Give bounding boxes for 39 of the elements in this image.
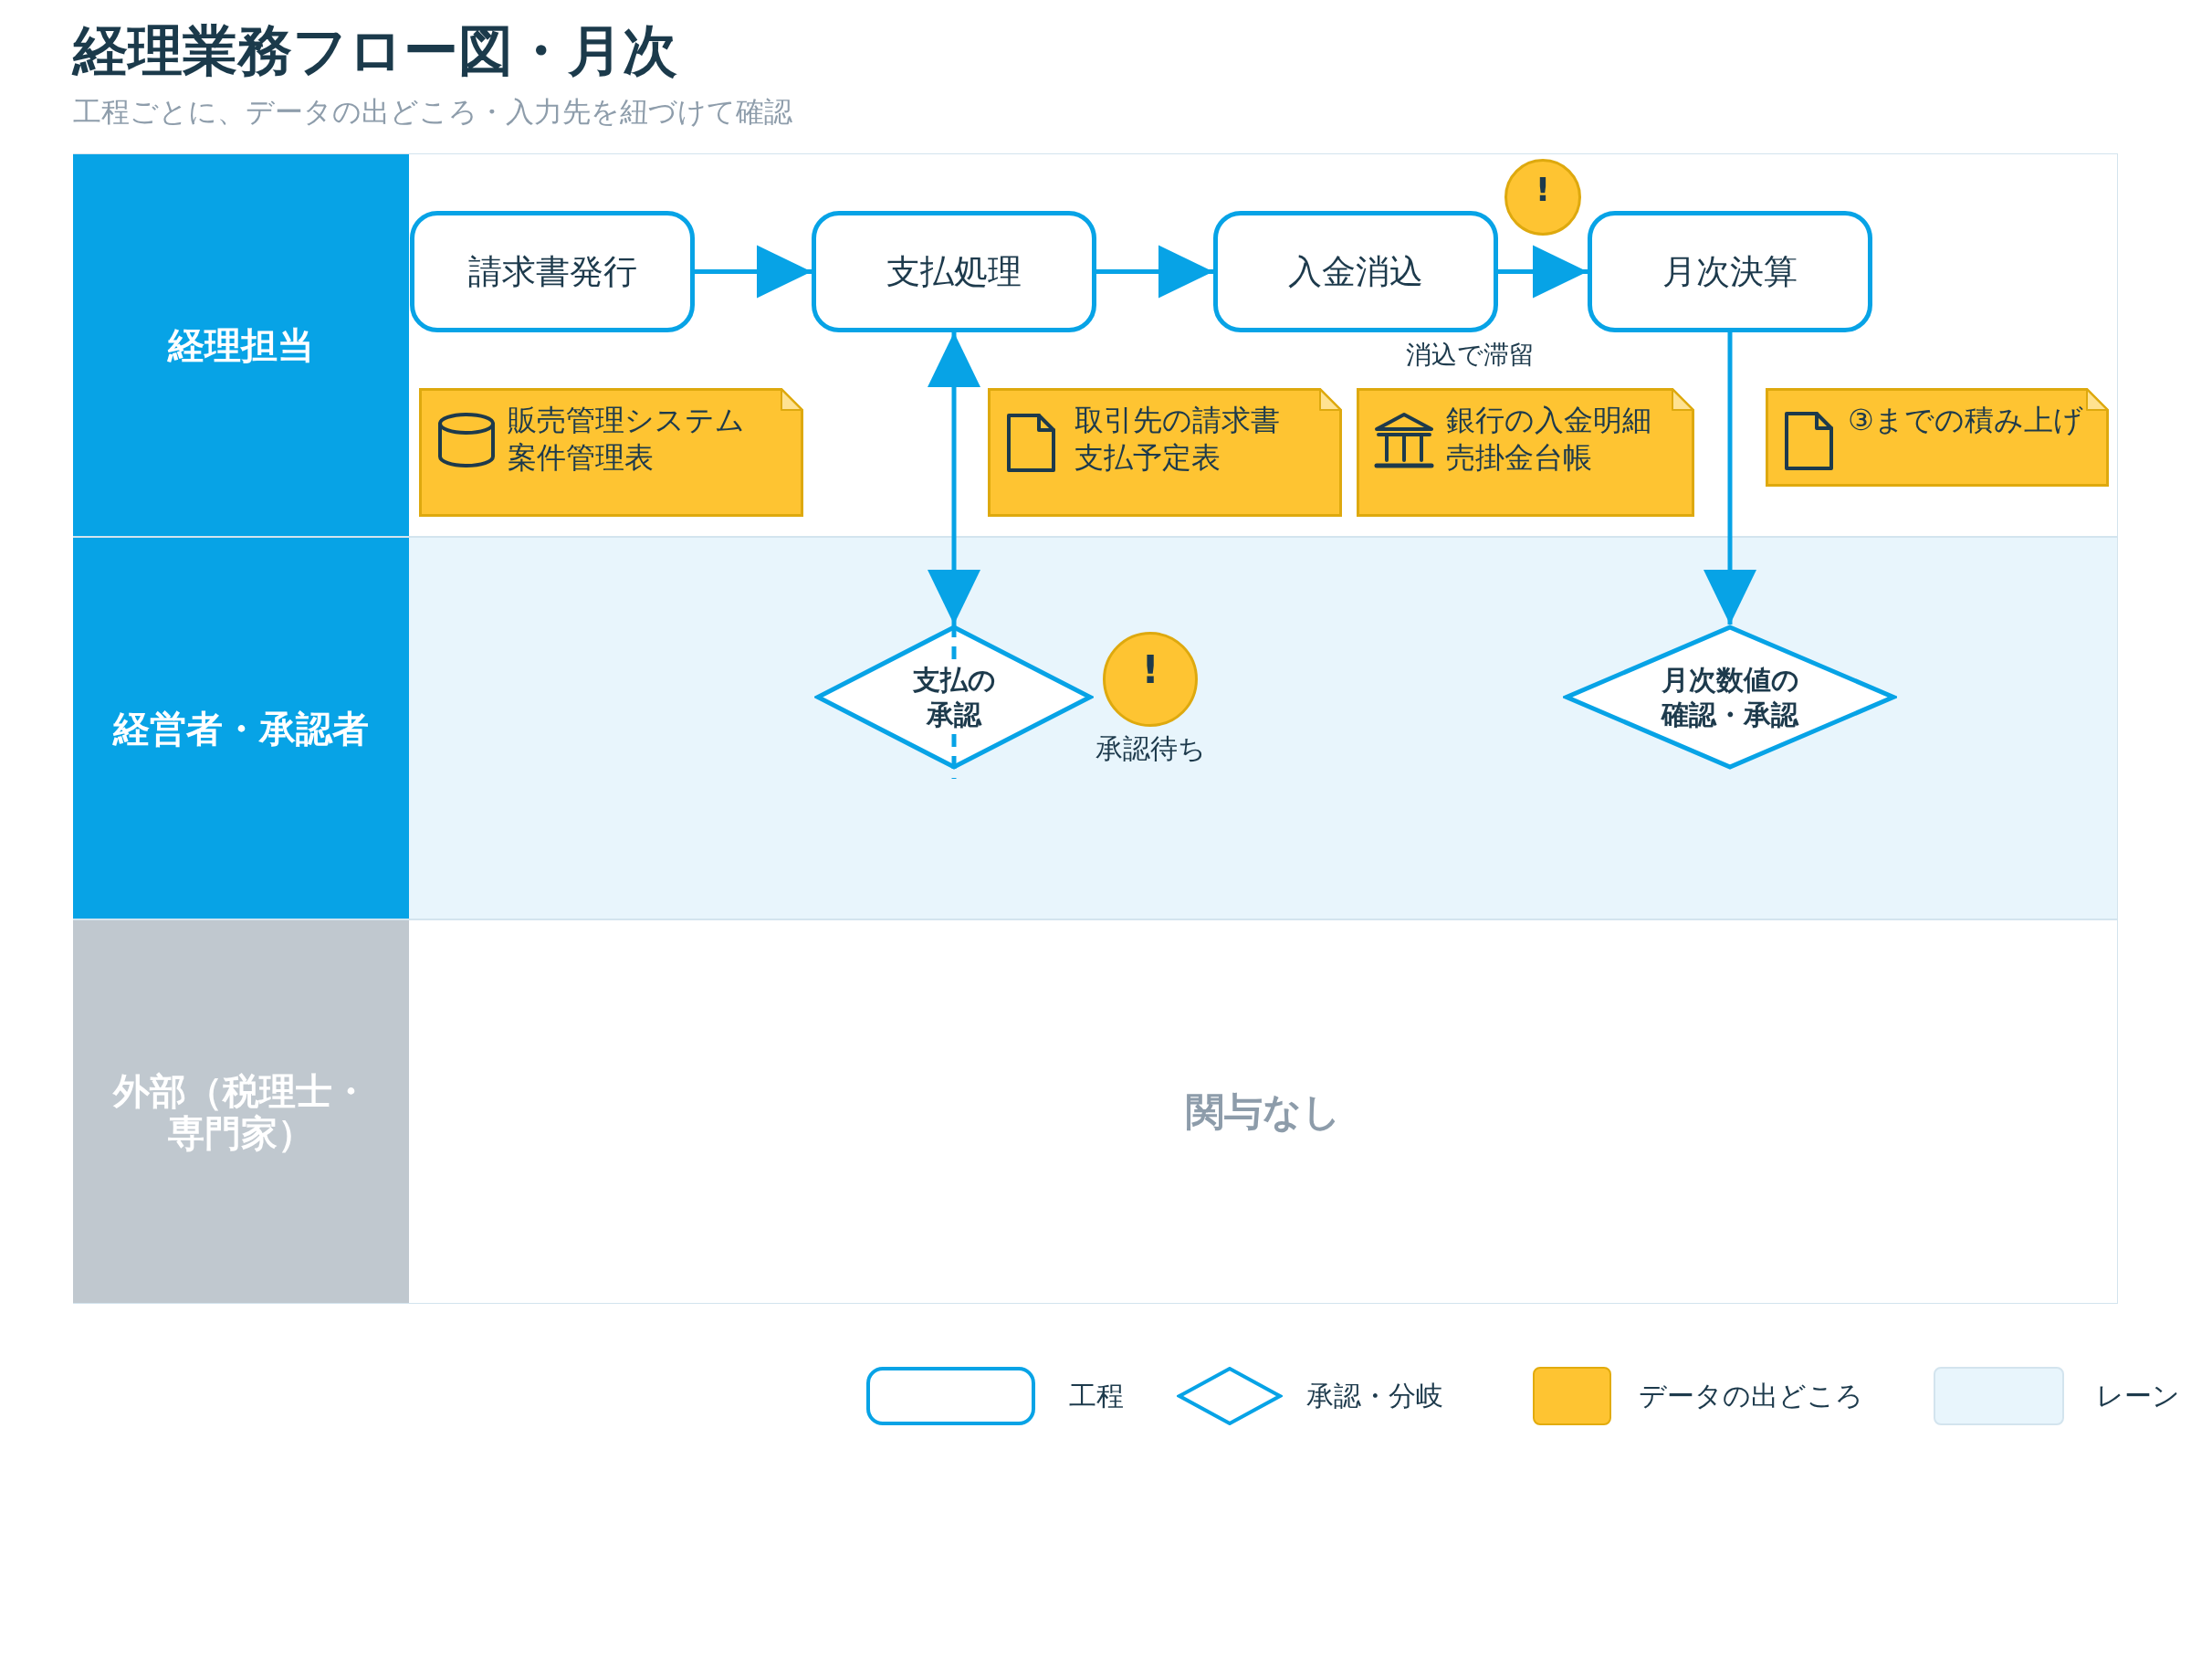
note-card xyxy=(1357,388,1694,517)
swimlane xyxy=(73,153,2118,537)
legend-label: データの出どころ xyxy=(1639,1379,1863,1413)
note-text: 銀行の入金明細 xyxy=(1446,402,1651,438)
status-caption: 消込で滞留 xyxy=(1405,340,1535,371)
note-text: 案件管理表 xyxy=(508,439,654,476)
decision-diamond: 支払の承認 xyxy=(814,625,1094,770)
note-text: ③までの積み上げ xyxy=(1848,402,2083,438)
note-card xyxy=(1766,388,2109,487)
process-box: 請求書発行 xyxy=(410,211,695,332)
subtitle: 工程ごとに、データの出どころ・入力先を紐づけて確認 xyxy=(73,95,792,129)
arrow xyxy=(1498,245,1588,299)
note-text: 販売管理システム xyxy=(508,402,745,438)
arrow xyxy=(1704,332,1756,625)
decision-diamond: 月次数値の確認・承認 xyxy=(1563,625,1897,770)
swimlane xyxy=(73,537,2118,919)
process-box: 入金消込 xyxy=(1213,211,1498,332)
warning-badge: ! xyxy=(1103,632,1198,727)
legend-label: 承認・分岐 xyxy=(1306,1379,1443,1413)
legend-label: 工程 xyxy=(1069,1379,1124,1413)
note-text: 取引先の請求書 xyxy=(1075,402,1280,438)
note-text: 売掛金台帳 xyxy=(1446,439,1592,476)
arrow xyxy=(695,245,812,299)
lane-note: 関与なし xyxy=(1186,1088,1341,1135)
note-text: 支払予定表 xyxy=(1075,439,1221,476)
process-box: 月次決算 xyxy=(1588,211,1872,332)
arrow xyxy=(928,332,980,625)
lane-header: 経営者・承認者 xyxy=(73,537,409,919)
badge-caption: 承認待ち xyxy=(1095,733,1206,764)
process-box: 支払処理 xyxy=(812,211,1096,332)
legend-label: レーン xyxy=(2096,1379,2180,1413)
arrow xyxy=(1096,245,1213,299)
lane-header: 外部（税理士・専門家） xyxy=(73,919,409,1304)
title: 経理業務フロー図・月次 xyxy=(73,17,677,84)
note-card xyxy=(988,388,1342,517)
warning-badge: ! xyxy=(1504,159,1581,236)
swimlane xyxy=(73,919,2118,1304)
note-card xyxy=(419,388,803,517)
lane-header: 経理担当 xyxy=(73,153,409,537)
